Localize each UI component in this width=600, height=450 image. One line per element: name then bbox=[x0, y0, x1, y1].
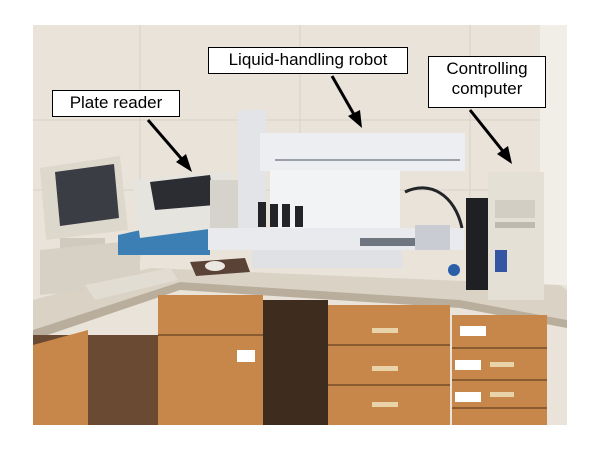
bench-top bbox=[33, 268, 567, 330]
plate-reader-label: Plate reader bbox=[52, 90, 180, 117]
cabinet-left-door bbox=[33, 330, 88, 425]
computer-label: Controlling computer bbox=[428, 56, 546, 108]
mouse bbox=[205, 261, 225, 271]
cabinet-gap bbox=[263, 300, 328, 425]
computer-label-line2: computer bbox=[451, 79, 523, 98]
controlling-computer bbox=[448, 172, 544, 300]
plate-reader-instrument bbox=[118, 172, 244, 255]
liquid-handling-robot bbox=[208, 110, 465, 268]
plate-reader-label-text: Plate reader bbox=[69, 93, 163, 112]
computer-label-line1: Controlling bbox=[446, 59, 528, 78]
left-monitor bbox=[40, 156, 178, 300]
drawer-handles bbox=[372, 328, 514, 407]
annotation-arrows bbox=[146, 75, 512, 172]
bench-front-edge bbox=[33, 282, 567, 340]
drawer-label-stickers bbox=[237, 326, 486, 402]
robot-label: Liquid-handling robot bbox=[208, 47, 408, 74]
robot-label-text: Liquid-handling robot bbox=[228, 50, 388, 69]
